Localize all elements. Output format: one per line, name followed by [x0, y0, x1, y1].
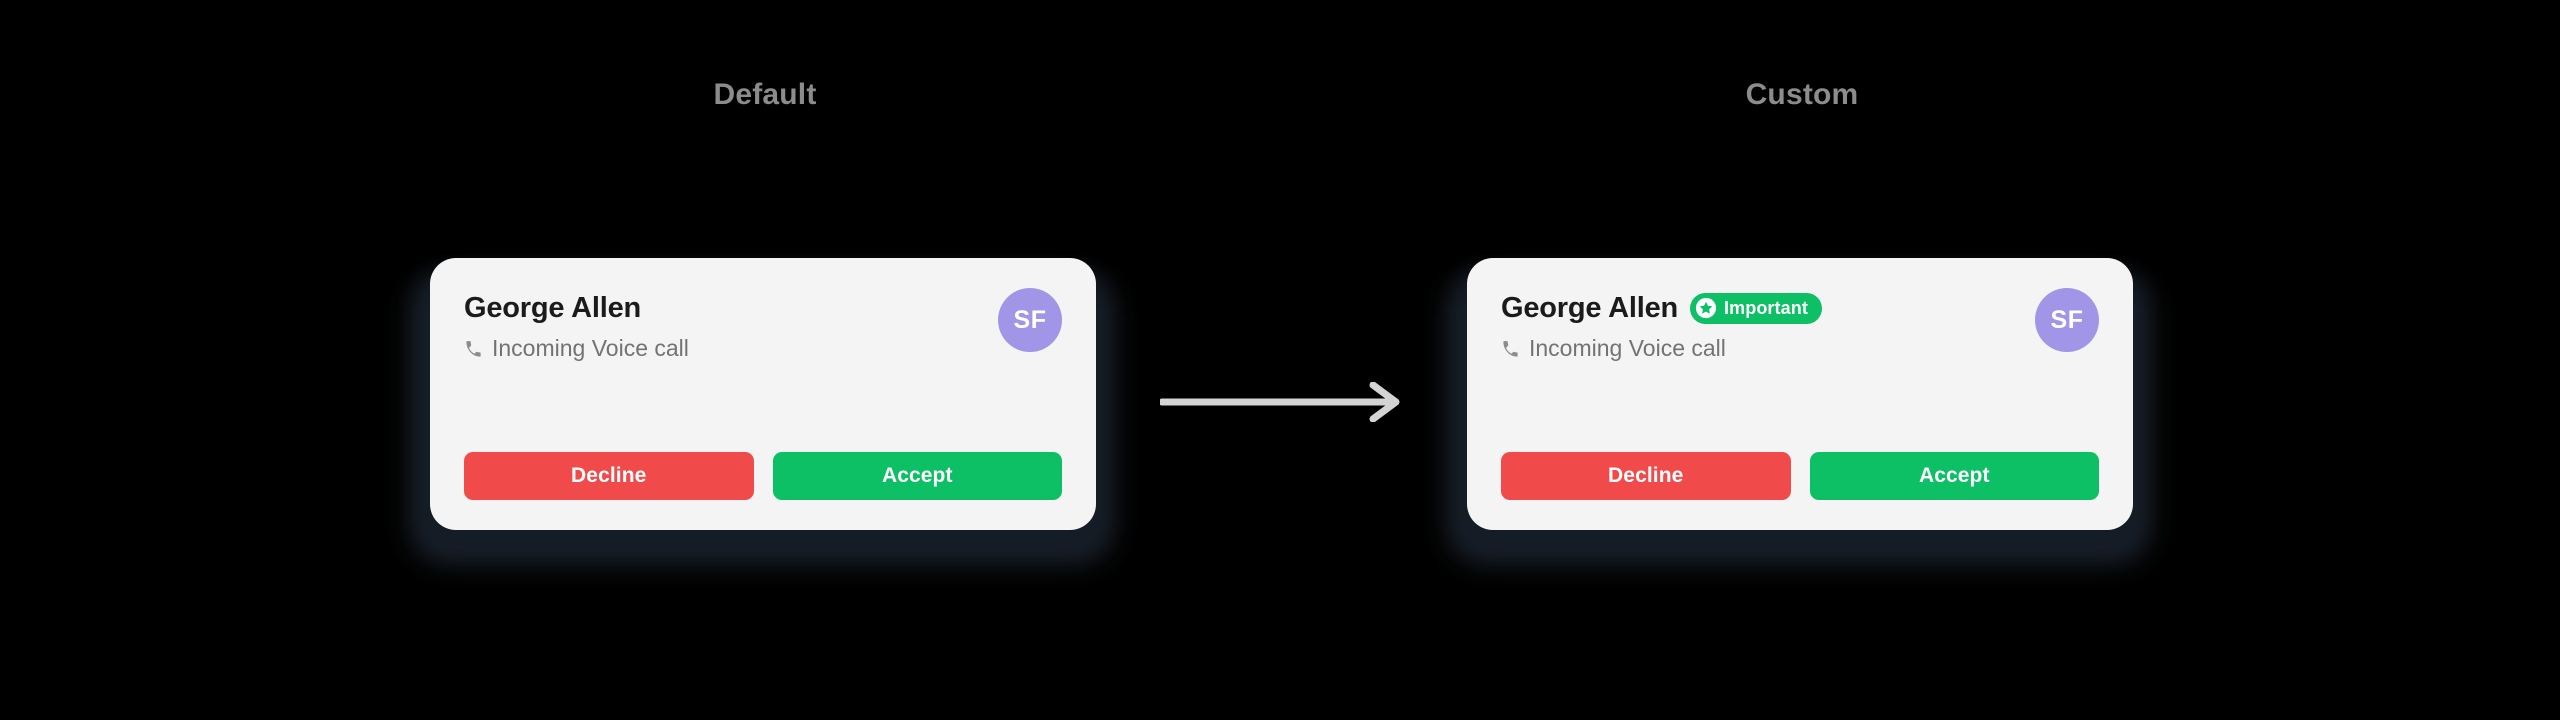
notification-card-custom[interactable]: George Allen Important [1467, 258, 2133, 530]
avatar: SF [2035, 288, 2099, 352]
card-header: George Allen Incoming Voice call SF [464, 286, 1062, 432]
caller-name-row: George Allen Important [1501, 290, 1822, 326]
decline-button[interactable]: Decline [464, 452, 754, 500]
accept-button[interactable]: Accept [772, 452, 1062, 500]
card-action-buttons: Decline Accept [464, 452, 1062, 500]
call-status-row: Incoming Voice call [1501, 335, 1822, 362]
decline-button[interactable]: Decline [1501, 452, 1791, 500]
notification-card-custom-wrapper: George Allen Important [1449, 258, 2149, 560]
phone-icon [464, 340, 483, 359]
avatar: SF [998, 288, 1062, 352]
notification-card-default[interactable]: George Allen Incoming Voice call SF Decl… [430, 258, 1096, 530]
section-heading-default: Default [713, 78, 817, 111]
status-badge-label: Important [1724, 297, 1808, 318]
caller-name: George Allen [1501, 291, 1679, 324]
star-badge-icon [1695, 297, 1717, 319]
section-heading-custom: Custom [1745, 78, 1859, 111]
phone-icon [1501, 340, 1520, 359]
notification-card-default-wrapper: George Allen Incoming Voice call SF Decl… [412, 258, 1112, 560]
card-header: George Allen Important [1501, 286, 2099, 432]
caller-name: George Allen [464, 291, 642, 324]
arrow-right-icon [1158, 381, 1405, 423]
call-status-text: Incoming Voice call [492, 335, 689, 361]
card-action-buttons: Decline Accept [1501, 452, 2099, 500]
call-status-row: Incoming Voice call [464, 335, 689, 362]
status-badge-important[interactable]: Important [1690, 292, 1822, 324]
card-caller-info: George Allen Incoming Voice call [464, 286, 689, 362]
caller-name-row: George Allen [464, 290, 689, 326]
accept-button[interactable]: Accept [1809, 452, 2099, 500]
avatar-initials: SF [1013, 305, 1047, 334]
avatar-initials: SF [2050, 305, 2084, 334]
card-caller-info: George Allen Important [1501, 286, 1822, 362]
call-status-text: Incoming Voice call [1529, 335, 1726, 361]
